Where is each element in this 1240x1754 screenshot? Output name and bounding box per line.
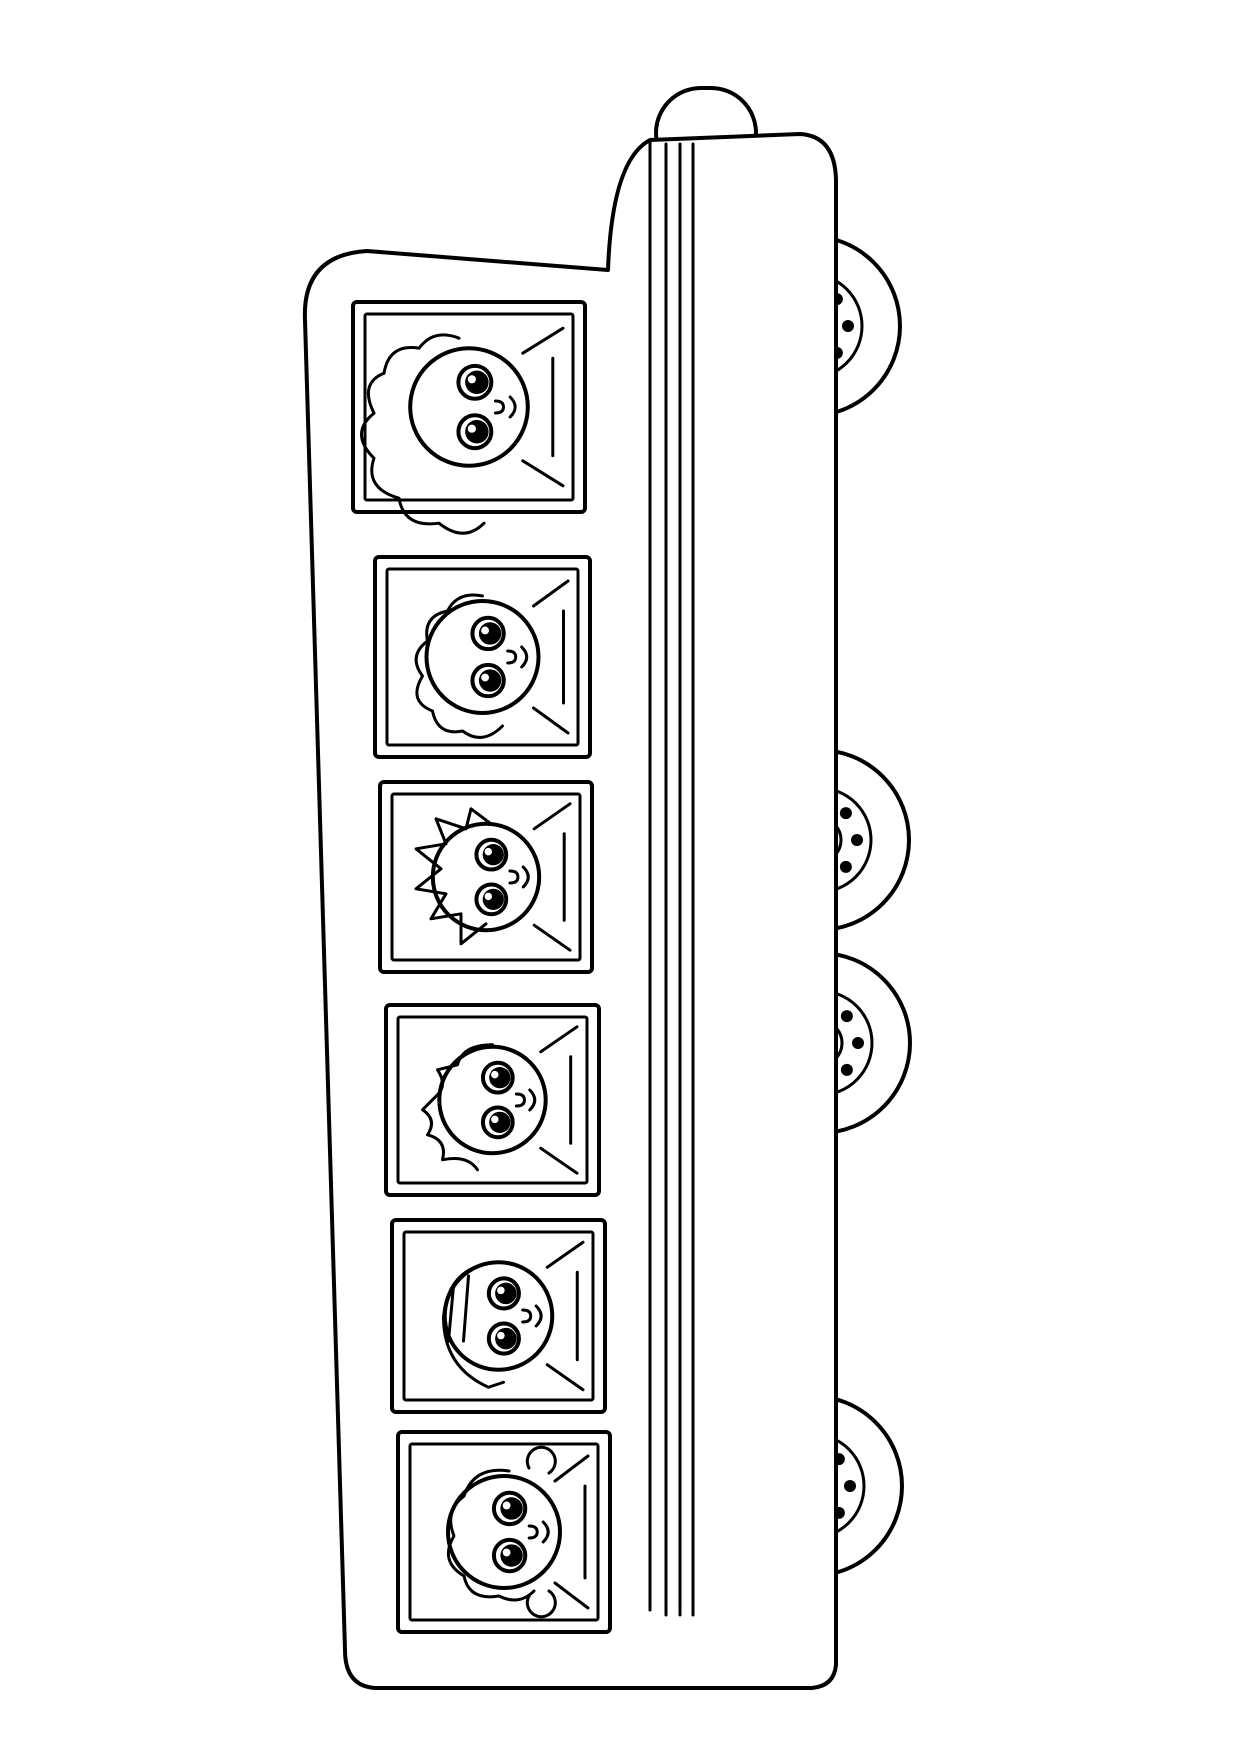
passenger-body	[532, 802, 572, 952]
passenger-hair	[442, 1260, 505, 1389]
passenger-mouth	[534, 1304, 543, 1328]
passenger-nose	[493, 399, 505, 415]
passenger-pupil	[478, 669, 502, 692]
passenger-pupil	[500, 1497, 523, 1520]
eye-highlight	[502, 1501, 511, 1510]
window	[384, 1003, 601, 1197]
lug-nut	[852, 1037, 864, 1049]
passenger-pupil	[489, 1111, 511, 1133]
passenger-pupil	[495, 1282, 517, 1305]
window-glass	[385, 567, 580, 747]
lug-nut	[839, 807, 852, 820]
passenger-hair	[446, 1445, 557, 1619]
passenger-mouth	[541, 1520, 550, 1544]
passenger-pupil	[465, 419, 489, 444]
eye-highlight	[481, 673, 490, 682]
passenger-child	[414, 802, 572, 952]
passenger-pupil	[478, 622, 502, 645]
passenger-body	[532, 579, 570, 735]
passenger-nose	[506, 649, 518, 665]
passenger-body	[539, 1025, 579, 1175]
window	[396, 1430, 612, 1634]
passenger-pupil	[482, 844, 504, 866]
passenger-body	[521, 326, 565, 488]
passenger-hair	[414, 593, 504, 739]
passenger-hair	[414, 807, 493, 946]
window-glass	[408, 1442, 600, 1622]
eye-highlight	[481, 626, 490, 635]
lug-nut	[844, 1480, 856, 1492]
eye-highlight	[467, 424, 476, 433]
window-glass	[402, 1230, 595, 1402]
window-glass	[363, 312, 575, 502]
eye-highlight	[497, 1286, 505, 1295]
passenger-nose	[508, 869, 520, 885]
passenger-head	[424, 599, 541, 715]
passenger-nose	[527, 1524, 539, 1540]
window	[378, 780, 594, 974]
passenger-head	[446, 1474, 562, 1590]
passenger-pupil	[495, 1327, 517, 1350]
eye-highlight	[484, 892, 493, 901]
eye-highlight	[491, 1070, 499, 1079]
passenger-body	[545, 1240, 585, 1392]
lug-nut	[840, 1063, 853, 1076]
window	[373, 555, 592, 759]
passenger-mouth	[508, 395, 517, 419]
passenger-body	[553, 1454, 590, 1610]
passenger-child	[446, 1445, 590, 1619]
passenger-child	[442, 1240, 585, 1392]
window	[351, 300, 587, 535]
passenger-pupil	[500, 1544, 523, 1567]
passenger-mouth	[528, 1088, 537, 1112]
window-glass	[390, 792, 582, 962]
passenger-nose	[521, 1308, 533, 1324]
lug-nut	[851, 834, 863, 846]
passenger-hair	[421, 1043, 494, 1172]
passenger-child	[360, 326, 565, 535]
passenger-pupil	[482, 888, 504, 910]
passenger-head	[408, 346, 530, 468]
eye-highlight	[491, 1115, 499, 1124]
passenger-child	[414, 579, 570, 739]
lug-nut	[839, 860, 852, 873]
eye-highlight	[502, 1548, 511, 1557]
passenger-pupil	[465, 370, 489, 395]
passenger-pupil	[489, 1067, 511, 1089]
passenger-hair	[360, 333, 486, 535]
passenger-mouth	[521, 865, 530, 889]
lug-nut	[840, 1010, 853, 1023]
eye-highlight	[484, 847, 493, 856]
passenger-mouth	[520, 645, 529, 669]
eye-highlight	[467, 375, 476, 384]
eye-highlight	[497, 1331, 505, 1340]
window	[390, 1218, 607, 1414]
passenger-nose	[514, 1092, 526, 1108]
passenger-child	[421, 1025, 579, 1175]
passenger-windows	[351, 300, 612, 1634]
passenger-head	[437, 1044, 548, 1156]
lug-nut	[842, 320, 854, 332]
window-glass	[396, 1015, 589, 1185]
